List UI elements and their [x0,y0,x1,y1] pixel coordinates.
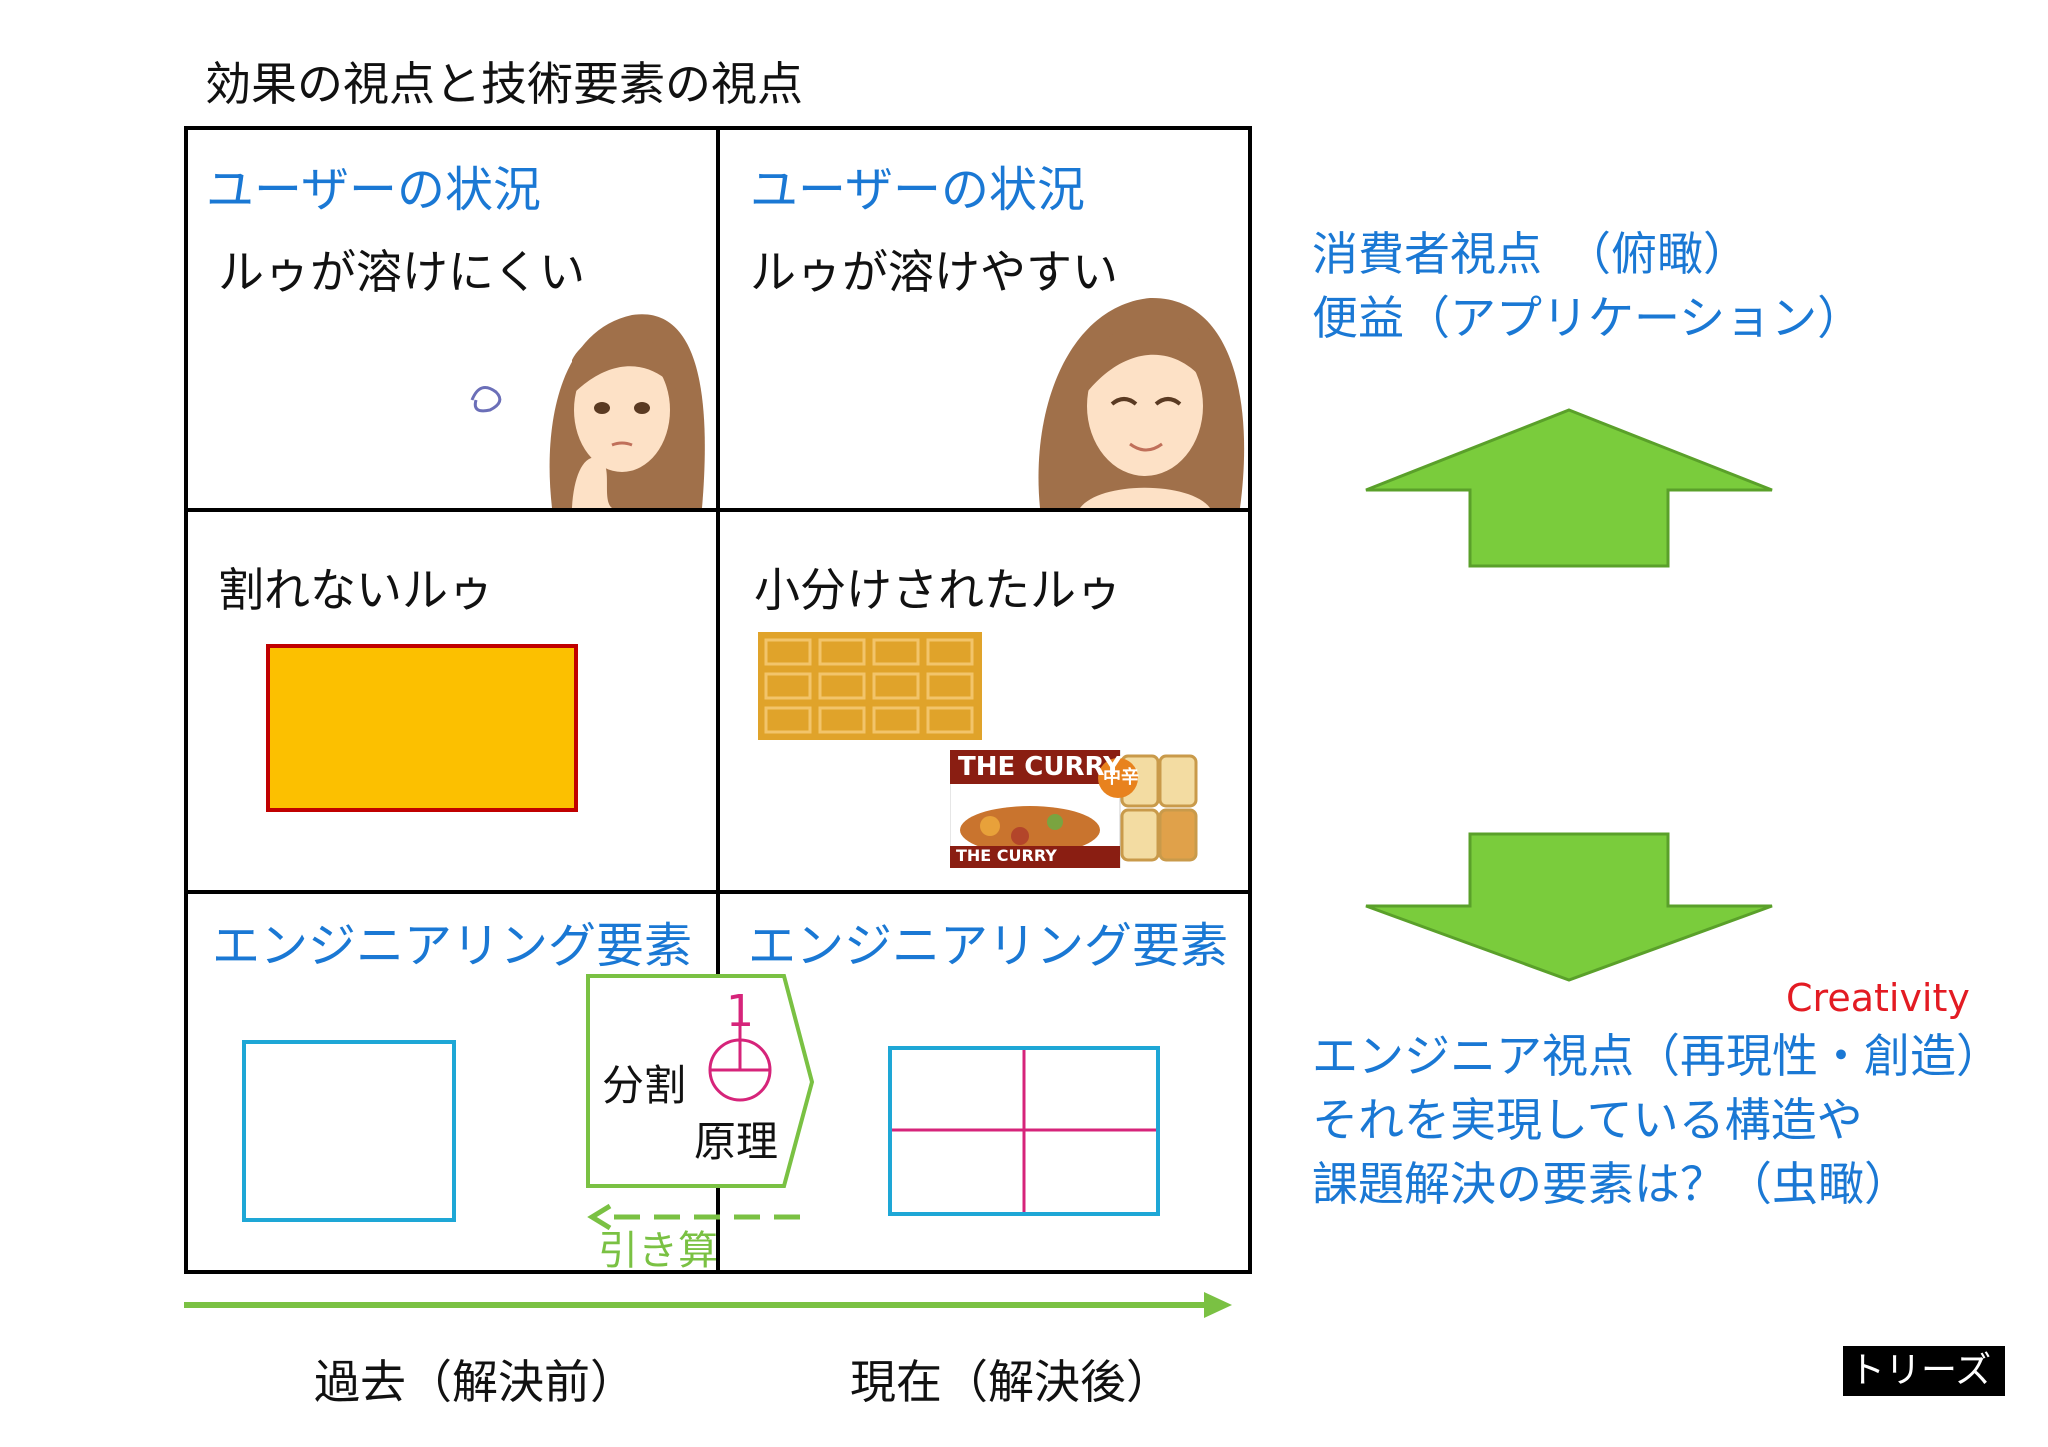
principle-label-line2: 原理 [694,1117,779,1166]
consumer-view-line2: 便益（アプリケーション） [1312,291,1864,345]
grid-horizontal-divider-1 [184,508,1252,512]
curry-package-graphic [950,750,1198,868]
curry-brand-label-bottom: THE CURRY [956,846,1057,865]
subtraction-dashed-arrow [587,1203,804,1231]
triz-badge: トリーズ [1843,1346,2005,1396]
subtraction-label: 引き算 [598,1228,718,1274]
principle-label-line1: 分割 [602,1061,687,1110]
down-arrow-icon [1365,832,1773,982]
grid-vertical-divider [716,126,720,1274]
undivided-structure-box [242,1040,456,1222]
left-product-text: 割れないルゥ [218,563,494,617]
principle-number: 1 [726,986,754,1037]
past-label: 過去（解決前） [314,1355,636,1409]
left-engineering-heading: エンジニアリング要素 [212,918,693,974]
happy-woman-illustration [1038,297,1245,508]
engineer-view-line2: それを実現している構造や [1312,1093,1863,1147]
page-title: 効果の視点と技術要素の視点 [205,57,803,111]
present-label: 現在（解決後） [850,1355,1172,1409]
divided-structure-box [888,1046,1160,1216]
curry-package: THE CURRY 中辛 THE CURRY [950,750,1200,868]
right-situation-text: ルゥが溶けやすい [750,245,1118,299]
consumer-view-line1: 消費者視点 （俯瞰） [1312,227,1749,281]
engineer-view-line1: エンジニア視点（再現性・創造） [1312,1029,2002,1083]
right-situation-heading: ユーザーの状況 [750,162,1086,218]
left-situation-heading: ユーザーの状況 [206,162,542,218]
right-engineering-heading: エンジニアリング要素 [748,918,1229,974]
timeline-arrow [184,1292,1232,1318]
left-situation-text: ルゥが溶けにくい [218,245,586,299]
up-arrow-icon [1365,408,1773,568]
creativity-label: Creativity [1786,976,1970,1020]
division-principle-shape [586,974,815,1188]
right-product-text: 小分けされたルゥ [754,563,1122,617]
confusion-scribble-icon [470,386,502,413]
curry-brand-label: THE CURRY [958,752,1122,782]
unbreakable-roux-block [266,644,578,812]
curry-spice-badge: 中辛 [1103,767,1139,788]
grid-horizontal-divider-2 [184,890,1252,894]
engineer-view-line3: 課題解決の要素は？（虫瞰） [1312,1157,1910,1211]
worried-woman-illustration [470,314,705,508]
divided-roux-block [758,632,982,740]
